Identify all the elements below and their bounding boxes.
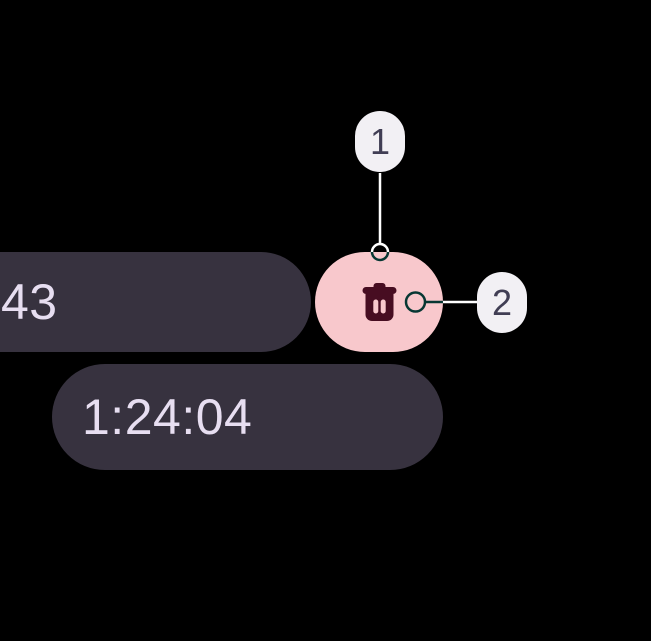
lap-time-value: 43 <box>1 274 58 330</box>
callout-badge-1: 1 <box>355 111 405 172</box>
callout-2-label: 2 <box>491 281 513 323</box>
trash-icon <box>362 283 396 321</box>
elapsed-time-value: 1:24:04 <box>82 389 253 445</box>
delete-button[interactable] <box>315 252 443 352</box>
lap-time-pill: 43 <box>0 252 311 352</box>
elapsed-time-pill: 1:24:04 <box>52 364 443 470</box>
callout-badge-2: 2 <box>477 272 527 333</box>
callout-1-label: 1 <box>369 120 391 162</box>
